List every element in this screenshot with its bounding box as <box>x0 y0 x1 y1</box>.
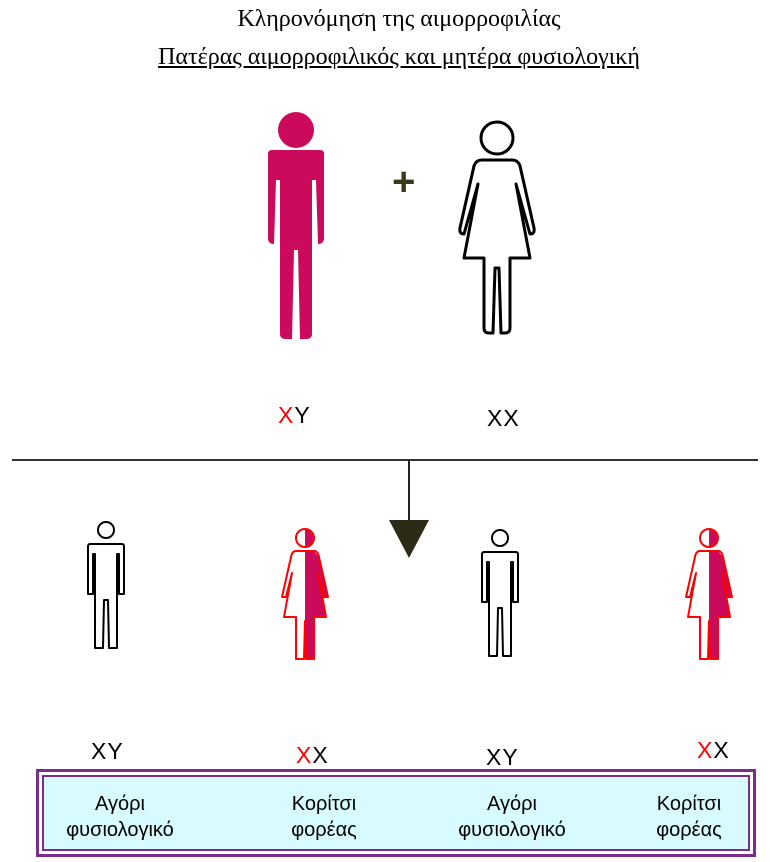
child-label-sex: Αγόρι <box>95 793 145 815</box>
mother-genotype: XX <box>487 405 520 432</box>
child-label-sex: Κορίτσι <box>656 793 722 815</box>
arrow-down-icon <box>389 520 429 558</box>
child-label: Κορίτσι φορέας <box>634 791 744 843</box>
mother-figure <box>458 120 536 335</box>
child-boy-figure <box>481 529 519 657</box>
child-genotype: XY <box>91 738 124 765</box>
child-label-status: φορέας <box>656 819 722 841</box>
child-label-status: φυσιολογικό <box>458 819 566 841</box>
father-figure <box>268 112 324 339</box>
child-other-chromosomes: X <box>713 737 730 763</box>
child-girl-carrier-figure <box>281 528 329 660</box>
father-affected-x: X <box>278 402 295 428</box>
child-girl-carrier-figure <box>685 528 733 660</box>
child-label: Κορίτσι φορέας <box>254 791 394 843</box>
mother-chromosomes: XX <box>487 405 520 431</box>
child-label-status: φορέας <box>291 819 357 841</box>
offspring-legend-box: Αγόρι φυσιολογικό Κορίτσι φορέας Αγόρι φ… <box>36 769 756 857</box>
child-other-chromosomes: XY <box>91 738 124 764</box>
child-label: Αγόρι φυσιολογικό <box>50 791 190 843</box>
child-genotype: XY <box>486 744 519 771</box>
child-label-sex: Κορίτσι <box>291 793 357 815</box>
generation-divider <box>12 459 758 461</box>
child-genotype: XX <box>697 737 730 764</box>
child-affected-x: X <box>296 742 313 768</box>
child-boy-figure <box>87 521 125 649</box>
father-other-chromosome: Y <box>294 402 311 428</box>
offspring-legend-inner: Αγόρι φυσιολογικό Κορίτσι φορέας Αγόρι φ… <box>42 775 750 851</box>
diagram-title: Κληρονόμηση της αιμορροφιλίας <box>237 6 561 32</box>
child-label-status: φυσιολογικό <box>66 819 174 841</box>
plus-sign: + <box>392 160 416 204</box>
child-affected-x: X <box>697 737 714 763</box>
child-other-chromosomes: XY <box>486 744 519 770</box>
child-label: Αγόρι φυσιολογικό <box>437 791 587 843</box>
father-genotype: XY <box>278 402 311 429</box>
inheritance-arrow-shaft <box>408 461 410 521</box>
child-genotype: XX <box>296 742 329 769</box>
child-other-chromosomes: X <box>312 742 329 768</box>
diagram-subtitle: Πατέρας αιμορροφιλικός και μητέρα φυσιολ… <box>158 44 640 70</box>
child-label-sex: Αγόρι <box>487 793 537 815</box>
